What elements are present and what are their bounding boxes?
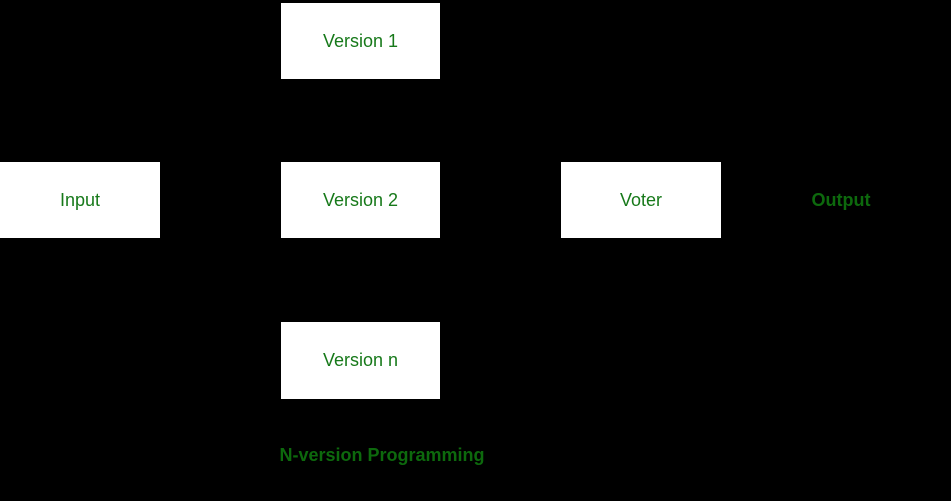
node-voter-label: Voter [619,189,663,210]
node-input: Input [0,162,160,238]
diagram-caption: N-version Programming [279,445,485,465]
node-version-1-label: Version 1 [322,30,399,51]
node-version-2-label: Version 2 [322,189,399,210]
node-version-n: Version n [281,322,440,399]
output-label: Output [811,190,871,210]
node-voter: Voter [561,162,721,238]
node-input-label: Input [59,189,101,210]
node-version-n-label: Version n [322,350,399,370]
node-version-1: Version 1 [281,3,440,79]
node-version-2: Version 2 [281,162,440,238]
